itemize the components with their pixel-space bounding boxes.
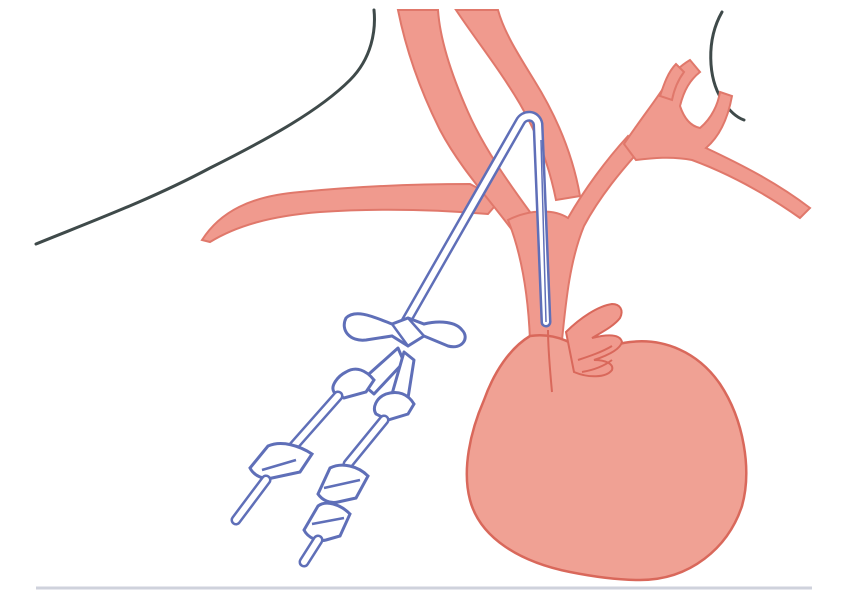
catheter-hub [344, 314, 465, 347]
right-branch-vessel [624, 60, 810, 218]
